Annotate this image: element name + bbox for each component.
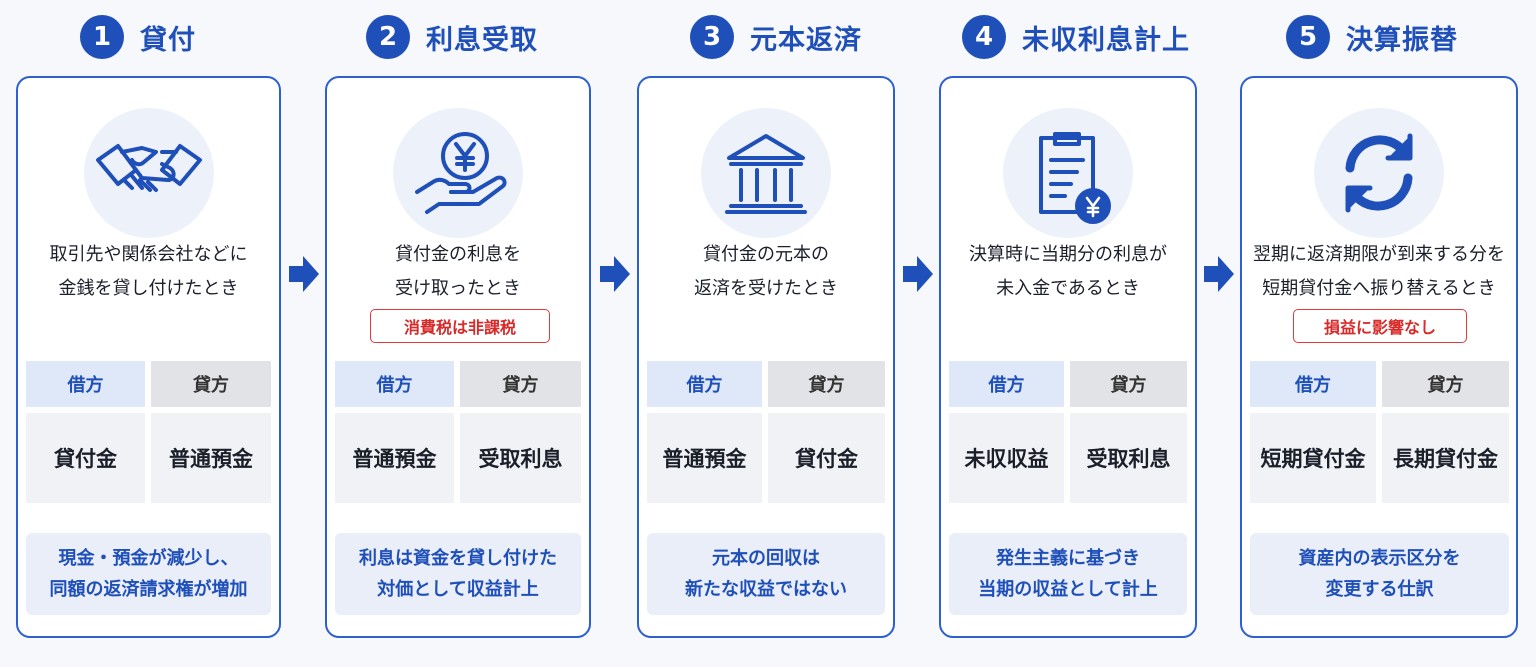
step-card: 翌期に返済期限が到来する分を 短期貸付金へ振り替えるとき 損益に影響なし 借方 … bbox=[1240, 76, 1518, 638]
step-card: 決算時に当期分の利息が 未入金であるとき 借方 貸方 未収収益 受取利息 発生主… bbox=[939, 76, 1197, 638]
refresh-icon bbox=[1314, 108, 1444, 238]
step-header: 4 未収利息計上 bbox=[962, 14, 1190, 60]
step-note: 利息は資金を貸し付けた 対価として収益計上 bbox=[335, 533, 581, 615]
credit-header: 貸方 bbox=[151, 361, 271, 407]
debit-header: 借方 bbox=[647, 361, 762, 407]
step-card: 貸付金の利息を 受け取ったとき 消費税は非課税 借方 貸方 普通預金 受取利息 … bbox=[325, 76, 591, 638]
arrow-right-icon bbox=[1204, 256, 1234, 292]
step-number-badge: 1 bbox=[80, 15, 124, 59]
credit-account: 受取利息 bbox=[1070, 413, 1187, 503]
handshake-icon bbox=[84, 108, 214, 238]
debit-header: 借方 bbox=[335, 361, 454, 407]
step-title: 貸付 bbox=[140, 24, 196, 56]
debit-header: 借方 bbox=[949, 361, 1064, 407]
step-header: 1 貸付 bbox=[80, 14, 196, 60]
step-description: 貸付金の元本の 返済を受けたとき bbox=[694, 244, 838, 299]
credit-header: 貸方 bbox=[768, 361, 885, 407]
arrow-right-icon bbox=[289, 256, 319, 292]
debit-header: 借方 bbox=[26, 361, 145, 407]
step-title: 元本返済 bbox=[750, 24, 862, 56]
step-note: 元本の回収は 新たな収益ではない bbox=[647, 533, 885, 615]
credit-header: 貸方 bbox=[460, 361, 581, 407]
yen-coin-hand-icon bbox=[393, 108, 523, 238]
debit-header: 借方 bbox=[1250, 361, 1376, 407]
step-description: 貸付金の利息を 受け取ったとき bbox=[395, 244, 521, 299]
step-description: 決算時に当期分の利息が 未入金であるとき bbox=[969, 244, 1167, 299]
arrow-right-icon bbox=[600, 256, 630, 292]
step-number-badge: 5 bbox=[1286, 15, 1330, 59]
credit-account: 長期貸付金 bbox=[1382, 413, 1509, 503]
debit-account: 普通預金 bbox=[647, 413, 762, 503]
step-header: 5 決算振替 bbox=[1286, 14, 1458, 60]
credit-account: 貸付金 bbox=[768, 413, 885, 503]
bank-icon bbox=[701, 108, 831, 238]
debit-account: 未収収益 bbox=[949, 413, 1064, 503]
credit-account: 普通預金 bbox=[151, 413, 271, 503]
arrow-right-icon bbox=[903, 256, 933, 292]
step-number-badge: 2 bbox=[366, 15, 410, 59]
credit-header: 貸方 bbox=[1070, 361, 1187, 407]
step-number-badge: 4 bbox=[962, 15, 1006, 59]
step-title: 決算振替 bbox=[1346, 24, 1458, 56]
step-header: 2 利息受取 bbox=[366, 14, 538, 60]
step-note: 発生主義に基づき 当期の収益として計上 bbox=[949, 533, 1187, 615]
debit-account: 貸付金 bbox=[26, 413, 145, 503]
debit-account: 短期貸付金 bbox=[1250, 413, 1376, 503]
impact-badge: 損益に影響なし bbox=[1293, 309, 1467, 343]
step-header: 3 元本返済 bbox=[690, 14, 862, 60]
clipboard-yen-icon bbox=[1003, 108, 1133, 238]
step-description: 取引先や関係会社などに 金銭を貸し付けたとき bbox=[49, 244, 248, 299]
step-note: 現金・預金が減少し、 同額の返済請求権が増加 bbox=[26, 533, 271, 615]
credit-account: 受取利息 bbox=[460, 413, 581, 503]
step-title: 未収利息計上 bbox=[1022, 24, 1190, 56]
step-note: 資産内の表示区分を 変更する仕訳 bbox=[1250, 533, 1509, 615]
step-description: 翌期に返済期限が到来する分を 短期貸付金へ振り替えるとき bbox=[1253, 244, 1505, 299]
step-number-badge: 3 bbox=[690, 15, 734, 59]
debit-account: 普通預金 bbox=[335, 413, 454, 503]
credit-header: 貸方 bbox=[1382, 361, 1509, 407]
step-title: 利息受取 bbox=[426, 24, 538, 56]
tax-status-badge: 消費税は非課税 bbox=[370, 309, 550, 343]
step-card: 貸付金の元本の 返済を受けたとき 借方 貸方 普通預金 貸付金 元本の回収は 新… bbox=[637, 76, 895, 638]
step-card: 取引先や関係会社などに 金銭を貸し付けたとき 借方 貸方 貸付金 普通預金 現金… bbox=[16, 76, 281, 638]
